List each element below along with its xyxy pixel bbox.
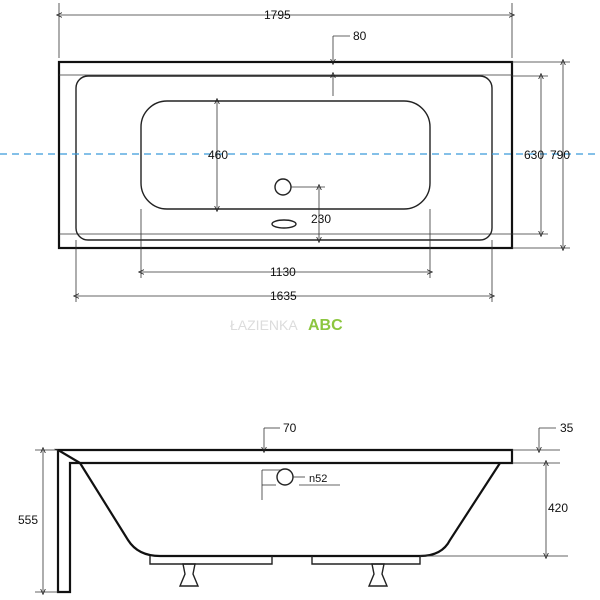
- inner-outline: [75, 75, 493, 241]
- dim-420: 420: [548, 501, 568, 515]
- side-panel: [56, 450, 80, 594]
- dim-1130: 1130: [270, 265, 296, 279]
- dim-70: 70: [283, 421, 297, 435]
- dim-n52: n52: [309, 473, 327, 485]
- dim-460: 460: [208, 148, 228, 162]
- watermark-green: ABC: [308, 317, 343, 334]
- watermark-gray: ŁAZIENKA: [230, 317, 298, 333]
- dim-80: 80: [353, 29, 367, 43]
- basin-bottom: [140, 100, 431, 210]
- dim-790: 790: [550, 148, 570, 162]
- outer-rim: [57, 60, 514, 250]
- dim-1795: 1795: [264, 8, 291, 22]
- watermark: ŁAZIENKA ABC: [230, 317, 343, 334]
- dim-630: 630: [524, 148, 544, 162]
- leg-right: [367, 563, 389, 587]
- side-rim: [53, 448, 514, 465]
- dim-230: 230: [311, 212, 331, 226]
- drain-circle: [274, 178, 292, 196]
- dim-555: 555: [18, 513, 38, 527]
- tub-body: [79, 462, 501, 558]
- overflow-circle: [276, 468, 294, 486]
- side-view: n52 70 35 420 555: [18, 421, 574, 592]
- top-view: 1795 80 460 230 630 790 1130 1635: [0, 3, 600, 303]
- overflow-ellipse: [271, 219, 297, 229]
- leg-left: [178, 563, 200, 587]
- dim-35: 35: [560, 421, 574, 435]
- dim-1635: 1635: [270, 289, 297, 303]
